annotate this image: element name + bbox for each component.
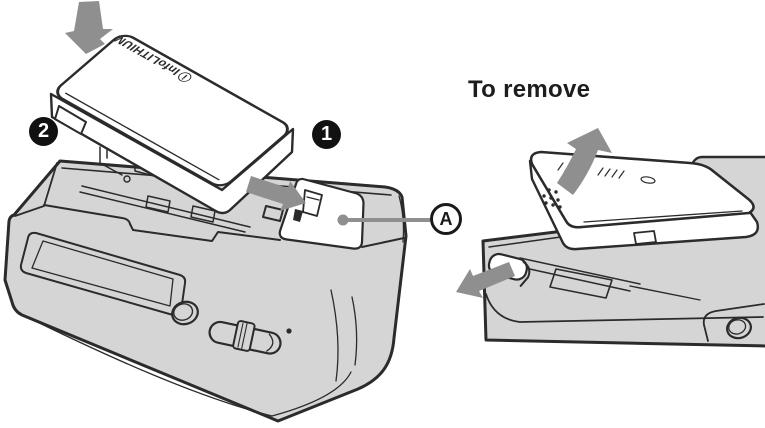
remove-mode-button bbox=[726, 316, 752, 340]
lifted-battery-edge-line bbox=[583, 210, 743, 223]
battery-lock-tab bbox=[54, 105, 87, 135]
terminal-notch bbox=[293, 209, 303, 222]
callout-label-a: A bbox=[430, 203, 462, 235]
slide-direction-arrow-icon bbox=[246, 176, 306, 211]
battery-top-face bbox=[56, 34, 289, 187]
indicator-dot bbox=[286, 328, 292, 334]
remove-figure-title: To remove bbox=[468, 76, 591, 103]
tray-right-edge bbox=[361, 237, 405, 248]
battery-side bbox=[49, 92, 295, 215]
lift-battery-arrow-icon bbox=[557, 128, 612, 195]
remove-tray-details bbox=[485, 257, 765, 342]
terminal-shutter bbox=[302, 189, 323, 217]
guide-hole bbox=[262, 205, 284, 222]
tray-step-edge bbox=[43, 204, 281, 242]
charger-body-partial bbox=[483, 224, 765, 346]
press-down-arrow-icon bbox=[65, 1, 113, 54]
terminal-shutter-fold bbox=[306, 196, 320, 201]
battery-bottom-tab bbox=[633, 230, 657, 245]
step-badge-press-down: 2 bbox=[29, 117, 58, 146]
battery-edge-line bbox=[65, 92, 220, 181]
battery-remove-figure bbox=[456, 128, 765, 348]
body-bevel-lines bbox=[18, 195, 405, 417]
battery-charger-install-figure: ⓘInfoLITHIUM bbox=[3, 1, 430, 423]
contact-dots bbox=[542, 188, 562, 209]
charger-partial-outline bbox=[481, 226, 765, 348]
charge-slide-switch bbox=[208, 320, 282, 355]
callout-dot bbox=[337, 214, 349, 226]
mode-button bbox=[171, 300, 199, 326]
slide-release-arrow-icon bbox=[456, 262, 515, 298]
step-badge-slide: 1 bbox=[312, 120, 341, 149]
